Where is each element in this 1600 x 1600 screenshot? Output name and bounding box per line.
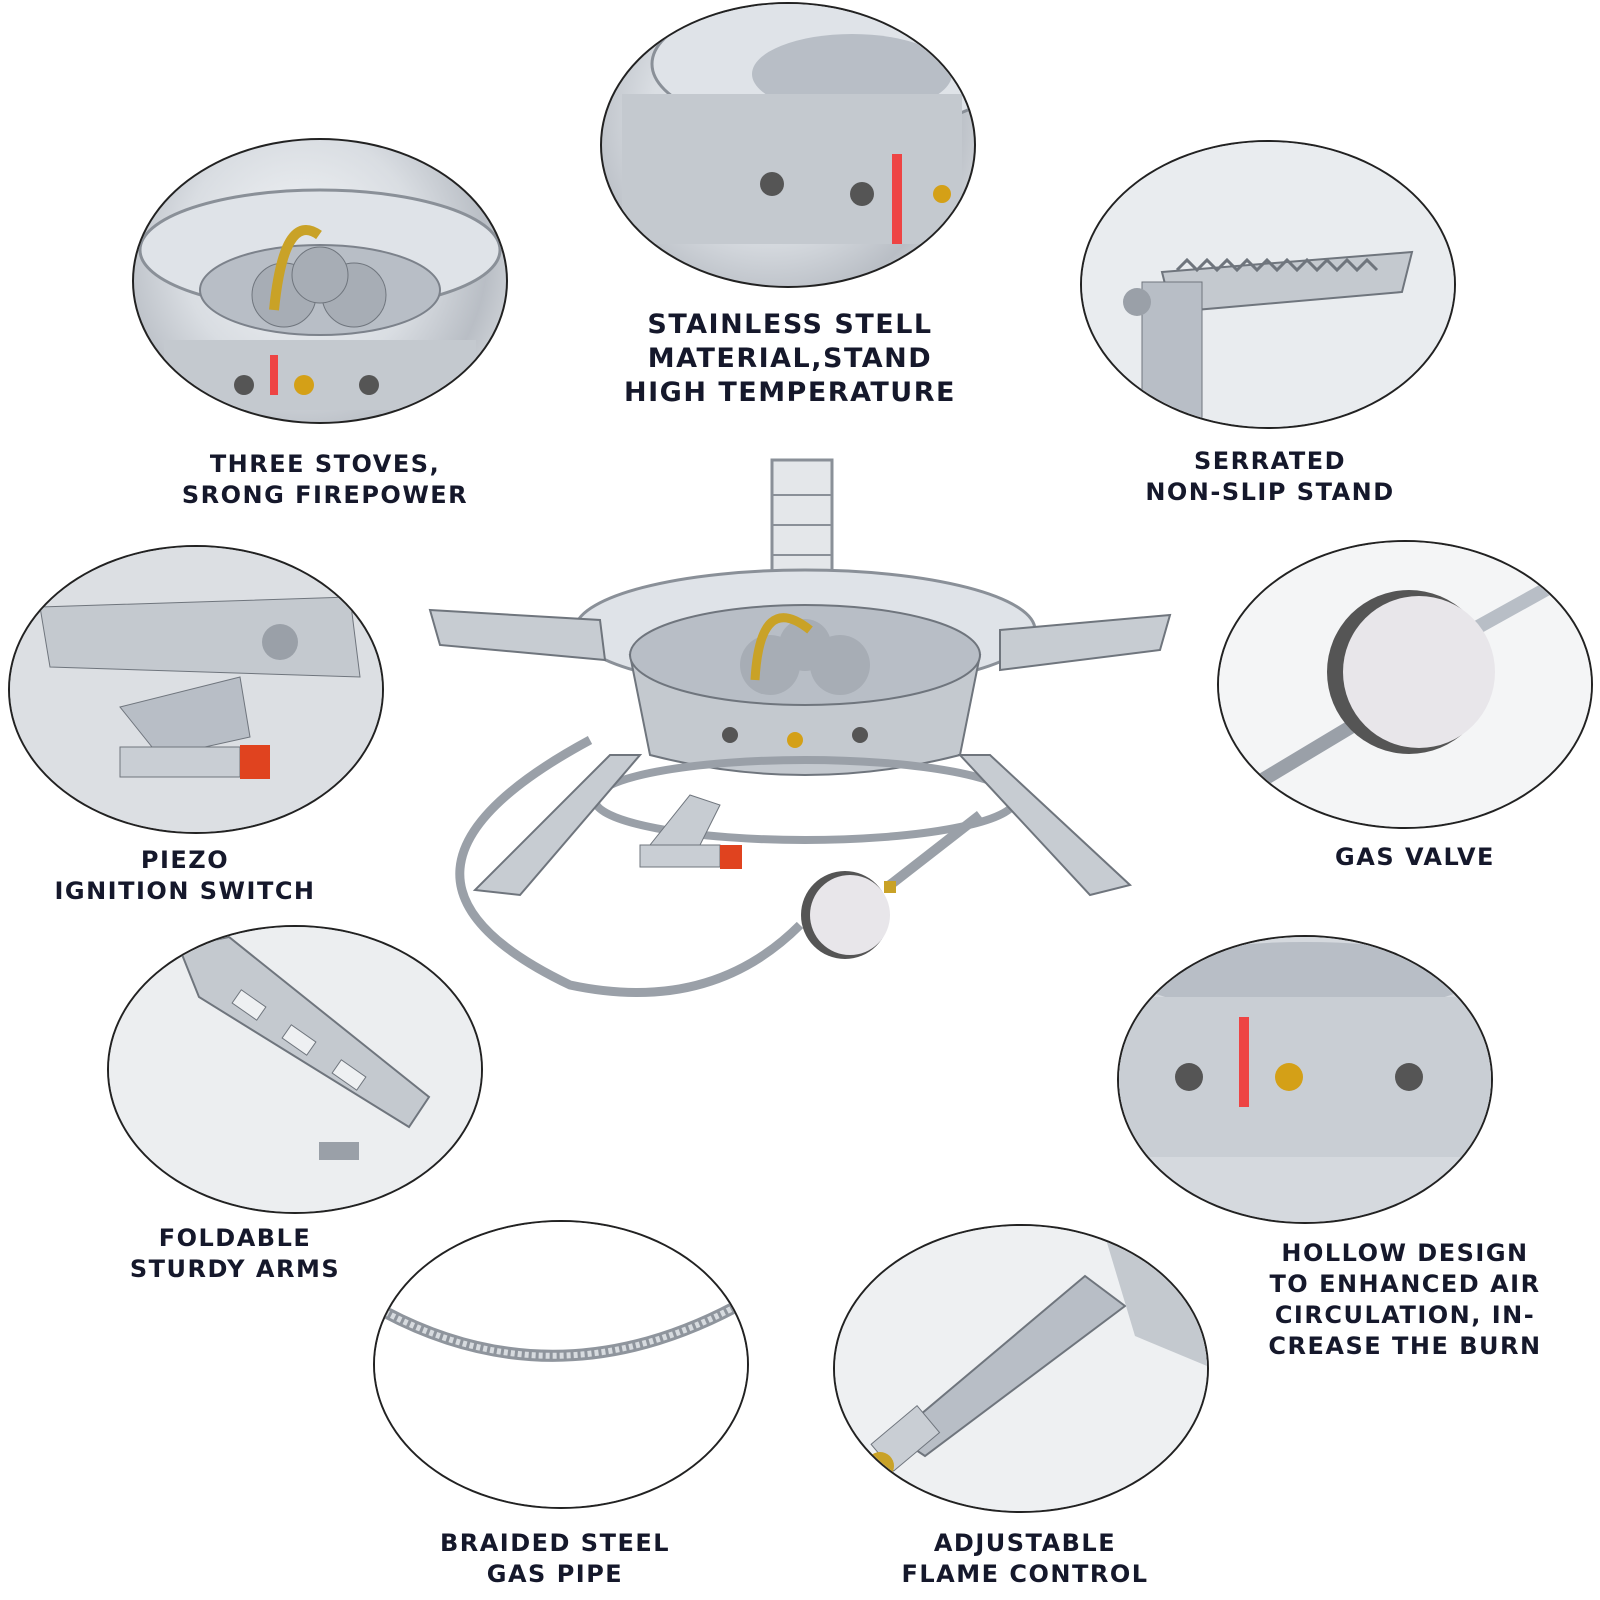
valve-knob-icon: [1219, 542, 1591, 827]
foldable-arms-label: FOLDABLE STURDY ARMS: [129, 1224, 341, 1283]
ignition-switch-icon: [10, 547, 382, 832]
gas-pipe-icon: [375, 1222, 747, 1507]
braided-pipe-label: BRAIDED STEEL GAS PIPE: [439, 1529, 671, 1588]
folding-arm-icon: [109, 927, 481, 1212]
gas-valve-label: GAS VALVE: [1335, 843, 1495, 871]
air-holes-icon: [1119, 937, 1491, 1222]
burner-top-icon: [138, 188, 502, 410]
flame-control-label: ADJUSTABLE FLAME CONTROL: [901, 1529, 1149, 1588]
serrated-arm-icon: [1082, 142, 1454, 427]
camping-stove-icon: [428, 458, 1172, 997]
braided-pipe-photo: [373, 1220, 749, 1509]
gas-valve-photo: [1217, 540, 1593, 829]
control-knob-icon: [835, 1226, 1207, 1511]
three-stoves-photo: [132, 138, 508, 424]
main-stove-image: [400, 455, 1200, 1035]
flame-control-photo: [833, 1224, 1209, 1513]
piezo-ignition-label: PIEZO IGNITION SWITCH: [54, 846, 316, 905]
serrated-stand-photo: [1080, 140, 1456, 429]
stove-rim-icon: [622, 4, 974, 244]
piezo-ignition-photo: [8, 545, 384, 834]
serrated-stand-label: SERRATED NON-SLIP STAND: [1145, 447, 1395, 506]
hollow-design-label: HOLLOW DESIGN TO ENHANCED AIR CIRCULATIO…: [1268, 1239, 1542, 1360]
three-stoves-label: THREE STOVES, SRONG FIREPOWER: [181, 450, 469, 509]
foldable-arms-photo: [107, 925, 483, 1214]
stainless-material-label: STAINLESS STELL MATERIAL,STAND HIGH TEMP…: [624, 309, 956, 408]
stainless-material-photo: [600, 2, 976, 288]
hollow-design-photo: [1117, 935, 1493, 1224]
